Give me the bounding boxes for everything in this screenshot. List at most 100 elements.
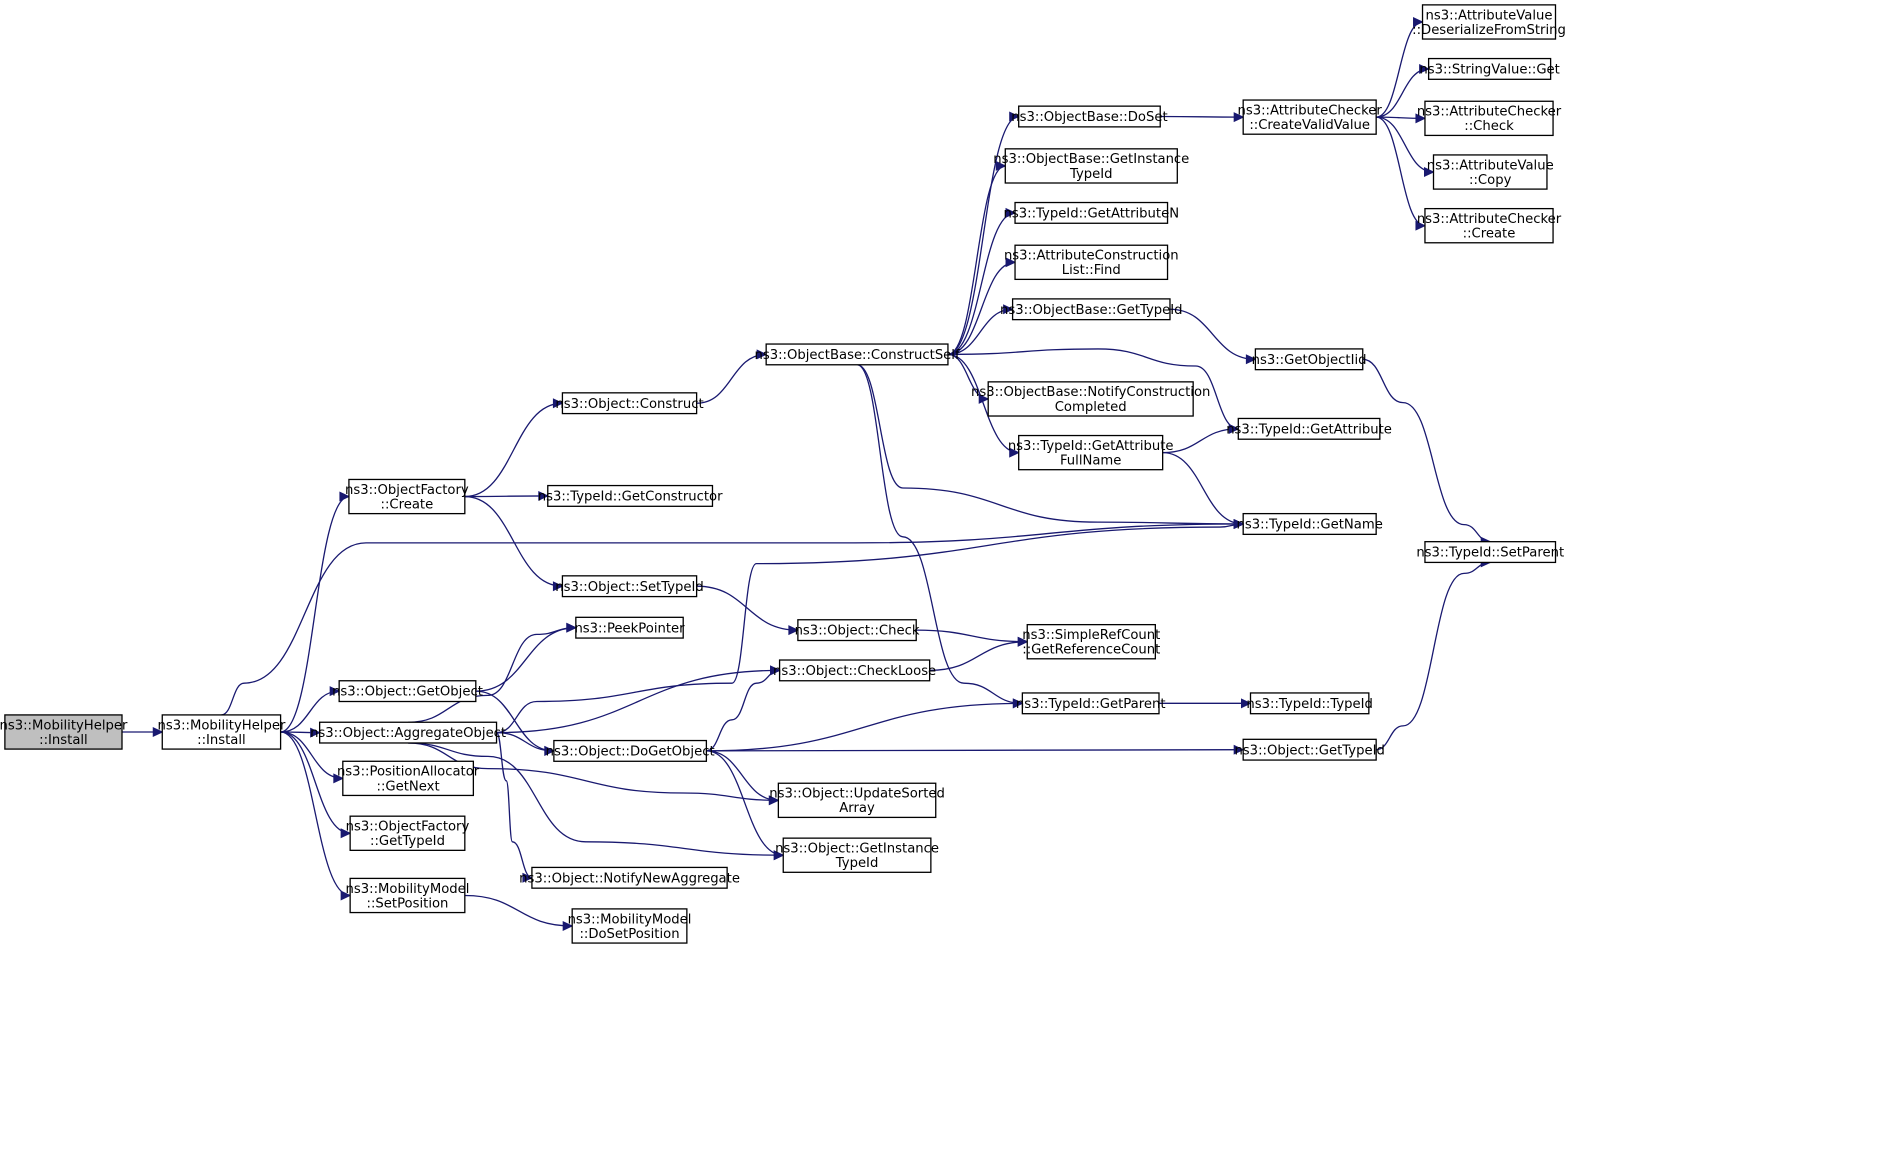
call-edge-ob-constructself-to-ob-getinstancetypeid [947,160,1007,356]
arrowhead [1009,111,1020,122]
call-edge-ob-constructself-to-acl-find [947,257,1017,356]
graph-node-obj-getobject[interactable]: ns3::Object::GetObject [332,680,483,703]
graph-node-typeid-getname[interactable]: ns3::TypeId::GetName [1236,512,1383,536]
graph-node-obj-notifynewagg[interactable]: ns3::Object::NotifyNewAggregate [519,866,740,889]
node-label-line: ns3::AttributeChecker [1237,103,1382,118]
node-box [575,616,684,639]
graph-node-obj-dogetobject[interactable]: ns3::Object::DoGetObject [546,739,715,762]
graph-node-stringvalue-get[interactable]: ns3::StringValue::Get [1419,57,1560,80]
node-label-line: ::Install [39,733,88,748]
nodes-layer: ns3::MobilityHelper::Installns3::Mobilit… [0,4,1566,944]
node-box [1014,244,1169,281]
call-edge-ob-gettypeid-to-getobjectiid [1169,308,1257,365]
graph-node-mm-setposition[interactable]: ns3::MobilityModel::SetPosition [346,877,470,914]
graph-node-obj-checkloose[interactable]: ns3::Object::CheckLoose [773,659,936,682]
node-label-line: ns3::GetObjectIid [1252,353,1367,368]
node-box [1014,201,1169,224]
arrowhead [1003,304,1014,315]
arrowhead [1017,636,1029,647]
arrowhead [1005,257,1017,268]
node-label-line: ns3::TypeId::GetName [1236,518,1382,533]
graph-node-typeid-getconstructor[interactable]: ns3::TypeId::GetConstructor [538,484,723,507]
node-label-line: ns3::TypeId::GetAttributeN [1004,206,1180,221]
node-label-line: ns3::MobilityModel [346,882,470,897]
node-label-line: ::Create [381,497,434,512]
node-label-line: ns3::SimpleRefCount [1022,628,1160,643]
graph-node-ob-gettypeid[interactable]: ns3::ObjectBase::GetTypeId [1000,298,1183,321]
node-box [1427,57,1552,80]
call-edge-obj-settypeid-to-obj-check [696,585,800,636]
graph-node-av-copy[interactable]: ns3::AttributeValue::Copy [1427,154,1554,190]
graph-node-ac-check[interactable]: ns3::AttributeChecker::Check [1417,100,1562,137]
call-edge-of-create-to-obj-settypeid [464,495,564,592]
graph-node-obj-settypeid[interactable]: ns3::Object::SetTypeId [555,575,704,598]
graph-node-install[interactable]: ns3::MobilityHelper::Install [157,714,286,750]
call-edge-typeid-getparent-to-typeid-typeid [1159,698,1252,709]
node-label-line: ns3::MobilityModel [568,912,692,927]
graph-node-typeid-typeid[interactable]: ns3::TypeId::TypeId [1246,692,1373,715]
graph-node-typeid-setparent[interactable]: ns3::TypeId::SetParent [1416,541,1564,564]
arrowhead [552,581,564,592]
node-box [338,680,477,703]
node-box [161,714,282,750]
graph-node-root[interactable]: ns3::MobilityHelper::Install [0,714,128,750]
arrowhead [566,622,578,633]
node-label-line: ns3::MobilityHelper [0,718,128,733]
graph-node-mm-dosetposition[interactable]: ns3::MobilityModel::DoSetPosition [568,908,692,944]
graph-node-obj-aggregate[interactable]: ns3::Object::AggregateObject [310,721,506,744]
call-edge-ac-createvalidvalue-to-ac-create [1376,116,1427,231]
graph-node-obj-check[interactable]: ns3::Object::Check [795,619,920,642]
graph-node-of-gettypeid[interactable]: ns3::ObjectFactory::GetTypeId [346,815,470,851]
call-edge-ob-doset-to-ac-createvalidvalue [1160,112,1245,123]
graph-node-ac-create[interactable]: ns3::AttributeChecker::Create [1417,207,1562,244]
node-box [1242,99,1377,135]
graph-node-typeid-getattribute[interactable]: ns3::TypeId::GetAttribute [1226,417,1392,440]
graph-node-posalloc-getnext[interactable]: ns3::PositionAllocator::GetNext [337,760,480,797]
call-edge-obj-aggregate-to-obj-dogetobject [496,731,556,756]
arrowhead [562,920,574,931]
graph-node-simplerefcount[interactable]: ns3::SimpleRefCount::GetReferenceCount [1022,623,1160,660]
graph-node-ob-constructself[interactable]: ns3::ObjectBase::ConstructSelf [754,343,960,366]
graph-node-ob-notifyconstruction[interactable]: ns3::ObjectBase::NotifyConstructionCompl… [971,381,1210,417]
node-label-line: ns3::ObjectBase::GetTypeId [1000,303,1183,318]
call-edge-install-to-of-create [280,491,351,733]
node-box [547,484,714,507]
node-label-line: ::CreateValidValue [1249,118,1370,133]
arrowhead [1241,698,1252,709]
node-box [1021,692,1160,715]
call-edge-install-to-mm-setposition [280,731,352,901]
graph-node-peekpointer[interactable]: ns3::PeekPointer [574,616,685,639]
node-box [797,619,917,642]
graph-node-av-deserialize[interactable]: ns3::AttributeValue::DeserializeFromStri… [1412,4,1566,40]
arrowhead [552,398,564,409]
graph-node-typeid-getattributen[interactable]: ns3::TypeId::GetAttributeN [1004,201,1180,224]
node-label-line: ns3::Object::GetTypeId [1234,743,1384,758]
node-box [1011,298,1171,321]
call-edge-install-to-of-gettypeid [280,731,352,839]
arrowhead [1419,63,1430,74]
node-box [553,739,708,762]
node-box [4,714,123,750]
arrowhead [538,490,549,501]
call-edge-mm-setposition-to-mm-dosetposition [464,894,574,931]
call-edge-obj-aggregate-to-peekpointer [408,622,578,723]
graph-node-ob-doset[interactable]: ns3::ObjectBase::DoSet [1011,105,1168,128]
graph-node-of-create[interactable]: ns3::ObjectFactory::Create [345,478,469,515]
node-label-line: ns3::ObjectBase::NotifyConstruction [971,385,1210,400]
node-label-line: ::GetTypeId [370,834,445,849]
node-label-line: ::GetReferenceCount [1022,643,1160,658]
graph-node-getobjectiid[interactable]: ns3::GetObjectIid [1252,348,1367,371]
call-edge-obj-dogetobject-to-obj-getinstancetypeid [706,750,785,861]
graph-node-obj-gettypeid[interactable]: ns3::Object::GetTypeId [1234,738,1385,761]
node-box [342,760,475,797]
graph-node-obj-construct[interactable]: ns3::Object::Construct [555,392,704,415]
graph-node-ac-createvalidvalue[interactable]: ns3::AttributeChecker::CreateValidValue [1237,99,1382,135]
node-box [348,478,466,515]
node-label-line: ns3::ObjectFactory [345,483,469,498]
graph-node-typeid-getparent[interactable]: ns3::TypeId::GetParent [1016,692,1166,715]
